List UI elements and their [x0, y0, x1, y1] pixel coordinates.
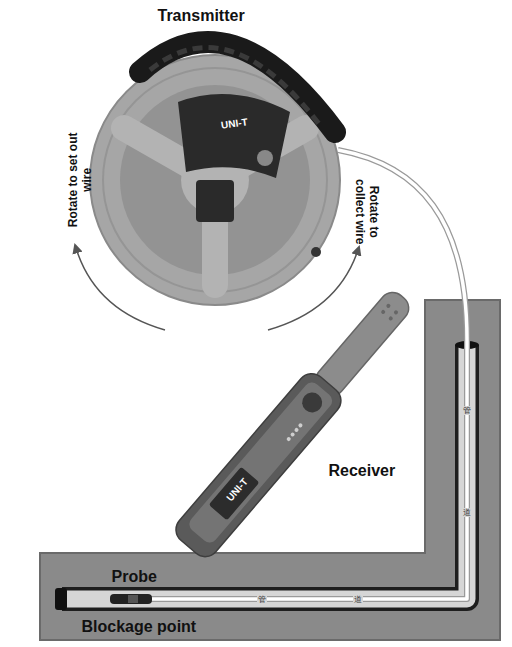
handle-grip	[150, 48, 322, 128]
pipe-mark: 管	[257, 595, 267, 604]
reel-badge	[196, 180, 234, 222]
pipe-inside	[64, 347, 467, 599]
receiver	[170, 281, 421, 562]
power-button	[257, 150, 273, 166]
reel-plate	[178, 94, 290, 178]
part-name: Blockage point	[82, 618, 197, 636]
pipe-mark: 管	[462, 406, 472, 415]
probe	[110, 594, 152, 604]
rotate-arrow	[268, 250, 358, 330]
reel-knob	[311, 247, 321, 257]
part-name: Probe	[112, 568, 157, 586]
pipe-mark: 道	[353, 595, 363, 604]
rotate-arrow	[76, 248, 165, 330]
probe-band	[128, 595, 138, 603]
part-name: Receiver	[329, 462, 396, 480]
pipe-mark: 道	[462, 508, 472, 517]
blockage	[55, 588, 67, 610]
reel-rim	[103, 68, 327, 292]
title-label: Transmitter	[158, 7, 245, 25]
rotation-note: Rotate to set out wire	[66, 132, 94, 227]
rotation-note: Rotate to collect wire	[352, 167, 380, 257]
ground	[40, 300, 500, 640]
pipe-wall	[62, 345, 467, 599]
handle	[140, 42, 335, 132]
